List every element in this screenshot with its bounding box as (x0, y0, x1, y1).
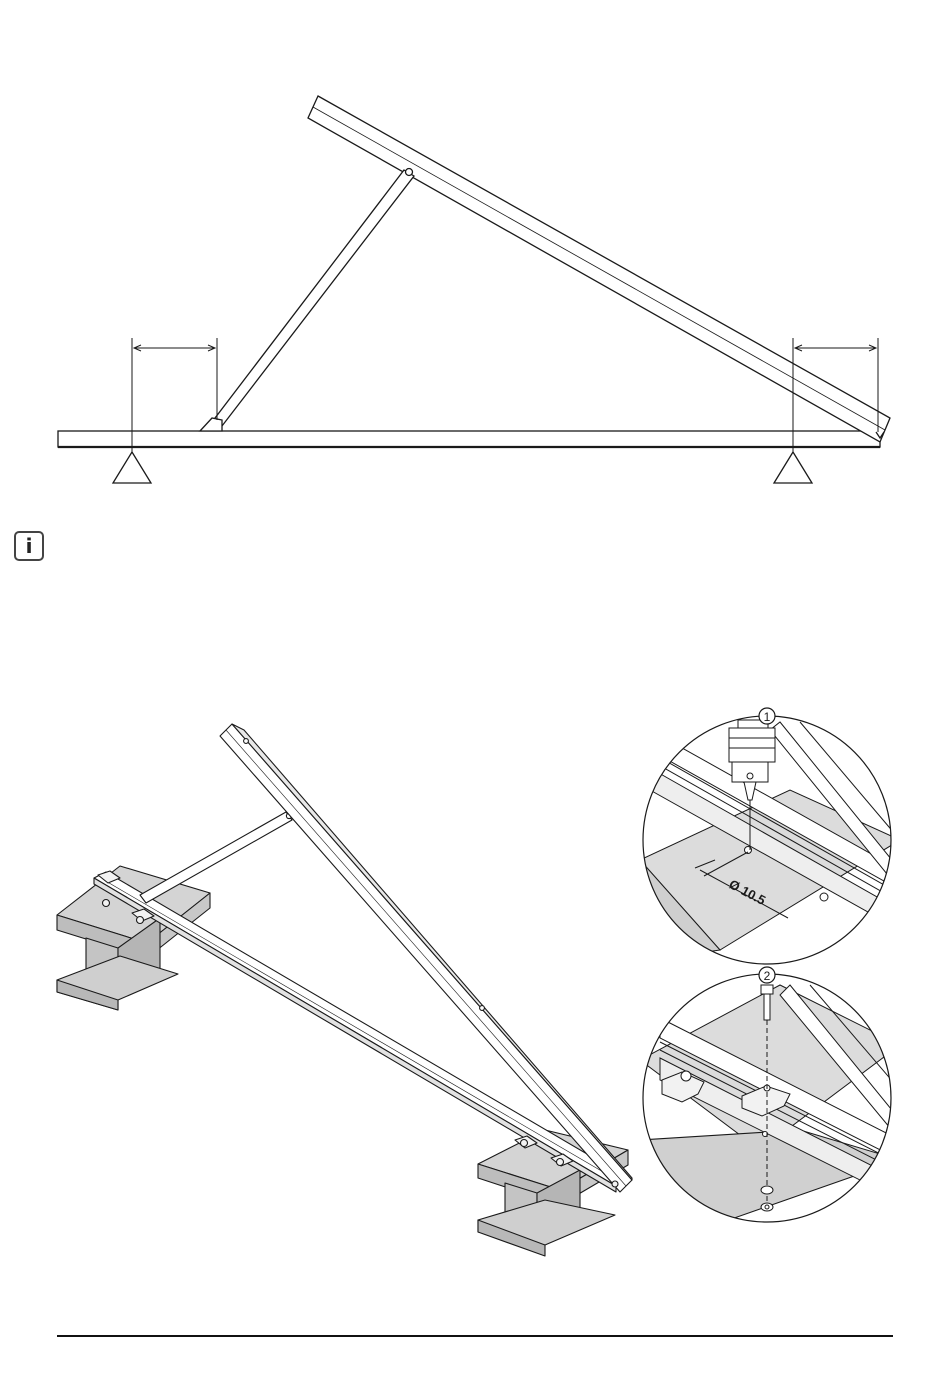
iso-tilted-rail (220, 724, 632, 1192)
callout-number-2: 2 (764, 969, 771, 983)
detail-drilling: Ø 10.5 1 (640, 708, 900, 964)
iso-support-strut (140, 812, 292, 903)
footer-rule (57, 1335, 893, 1337)
detail-bolt-assembly: 2 (640, 967, 900, 1230)
callout-number-1: 1 (764, 710, 771, 724)
iso-base-rail (94, 872, 628, 1192)
